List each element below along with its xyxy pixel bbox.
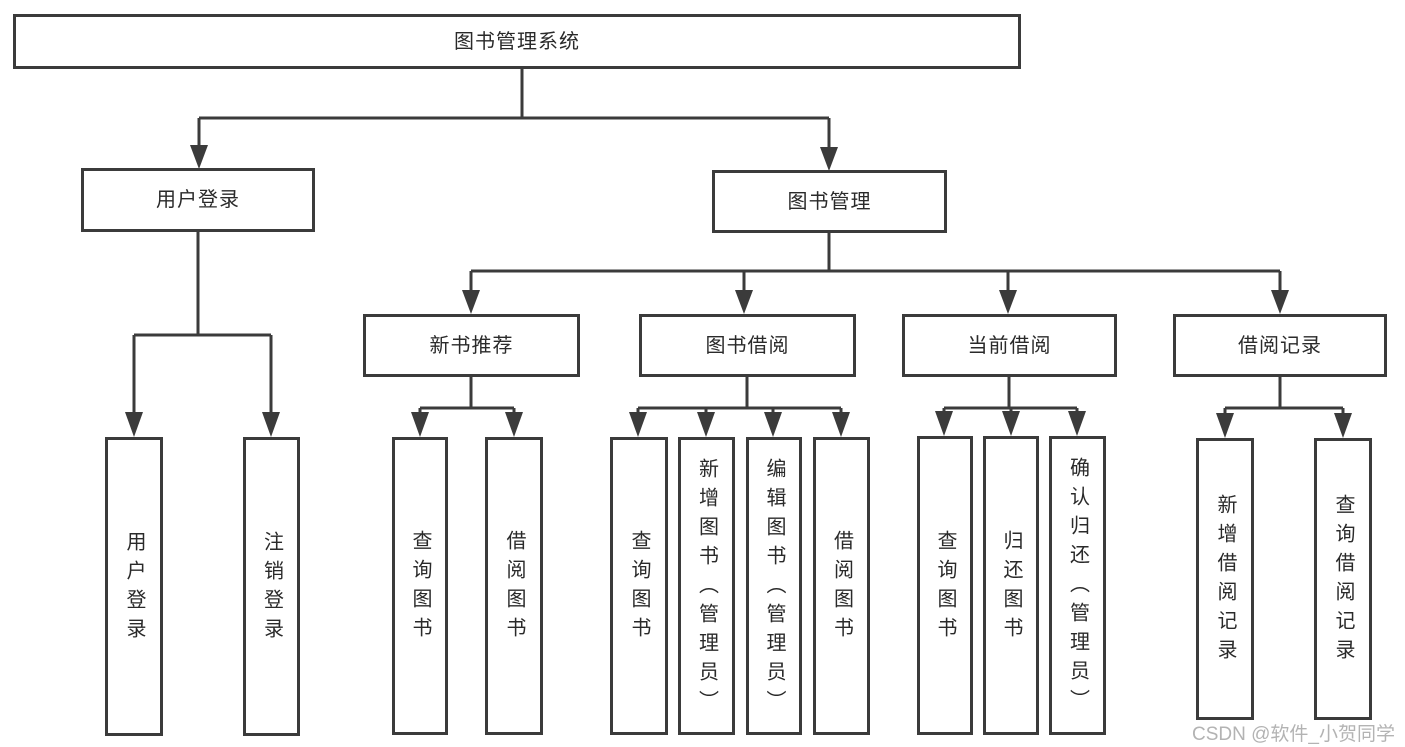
leaf-edit-books-admin: 编辑图书（管理员） bbox=[746, 437, 802, 735]
leaf-query-borrow-record: 查询借阅记录 bbox=[1314, 438, 1372, 720]
leaf-query-books-1: 查询图书 bbox=[392, 437, 448, 735]
leaf-borrow-books-2: 借阅图书 bbox=[813, 437, 870, 735]
leaf-query-books-3: 查询图书 bbox=[917, 436, 973, 735]
leaf-add-books-admin: 新增图书（管理员） bbox=[678, 437, 735, 735]
leaf-confirm-return-admin: 确认归还（管理员） bbox=[1049, 436, 1106, 735]
node-root-system: 图书管理系统 bbox=[13, 14, 1021, 69]
leaf-user-login: 用户登录 bbox=[105, 437, 163, 736]
node-current-borrow: 当前借阅 bbox=[902, 314, 1117, 377]
leaf-borrow-books-1: 借阅图书 bbox=[485, 437, 543, 735]
leaf-return-books: 归还图书 bbox=[983, 436, 1039, 735]
node-new-book-recommend: 新书推荐 bbox=[363, 314, 580, 377]
node-user-login: 用户登录 bbox=[81, 168, 315, 232]
csdn-watermark: CSDN @软件_小贺同学 bbox=[1192, 724, 1395, 745]
leaf-add-borrow-record: 新增借阅记录 bbox=[1196, 438, 1254, 720]
node-borrow-records: 借阅记录 bbox=[1173, 314, 1387, 377]
node-book-borrow: 图书借阅 bbox=[639, 314, 856, 377]
leaf-query-books-2: 查询图书 bbox=[610, 437, 668, 735]
node-book-management: 图书管理 bbox=[712, 170, 947, 233]
leaf-logout: 注销登录 bbox=[243, 437, 300, 736]
